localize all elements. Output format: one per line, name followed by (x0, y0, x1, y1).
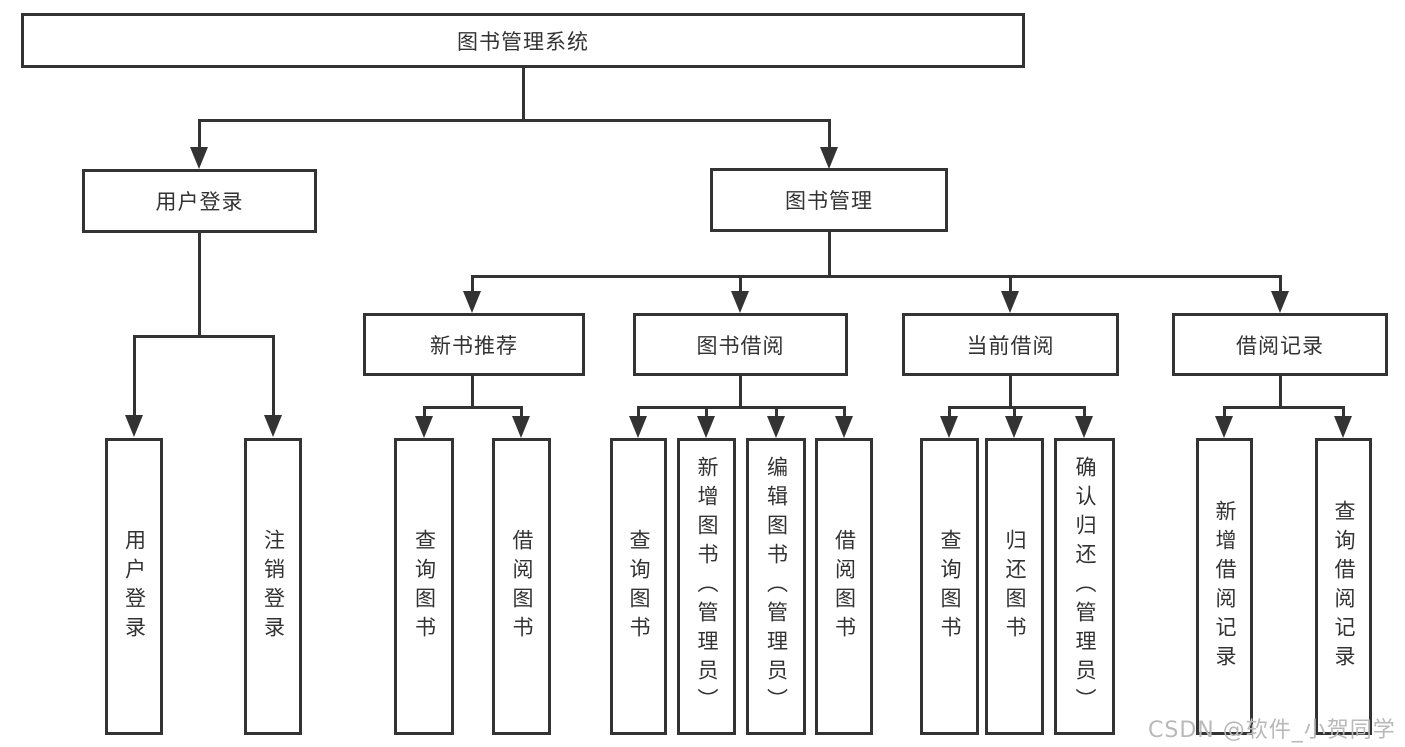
connector-drop-query-record (1342, 406, 1345, 420)
arrow-to-query-a-icon (415, 416, 433, 438)
leaf-query-book-under-recommend: 查询图书 (394, 438, 454, 735)
arrow-to-borrow-b-icon (835, 416, 853, 438)
arrow-to-new-book-rec-icon (463, 291, 481, 313)
connector-drop-borrow-record (1279, 275, 1282, 295)
connector-new-book-rec-stem (471, 375, 474, 409)
node-book-management: 图书管理 (710, 168, 948, 232)
connector-new-book-rec-rail (423, 406, 523, 409)
connector-drop-book-borrow (739, 275, 742, 295)
connector-root-rail (198, 119, 831, 122)
connector-drop-return-book (1013, 406, 1016, 420)
arrow-to-query-record-icon (1334, 416, 1352, 438)
connector-current-borrow-stem (1009, 375, 1012, 409)
leaf-user-login: 用户登录 (105, 438, 163, 735)
leaf-edit-book-admin: 编辑图书（管理员） (746, 438, 806, 735)
node-new-book-recommend: 新书推荐 (363, 313, 585, 376)
arrow-to-edit-book-icon (767, 416, 785, 438)
connector-drop-confirm-return (1083, 406, 1086, 420)
connector-drop-leaf-logout (272, 335, 275, 420)
arrow-to-borrow-record-icon (1271, 291, 1289, 313)
connector-drop-query-b (637, 406, 640, 420)
arrow-to-confirm-return-icon (1075, 416, 1093, 438)
node-current-borrow: 当前借阅 (902, 313, 1119, 376)
connector-drop-new-book-rec (471, 275, 474, 295)
arrow-to-current-borrow-icon (1001, 291, 1019, 313)
connector-drop-leaf-user-login (133, 335, 136, 420)
arrow-to-query-b-icon (629, 416, 647, 438)
connector-drop-book-mgmt (828, 119, 831, 151)
leaf-borrow-book-under-recommend: 借阅图书 (492, 438, 551, 735)
connector-user-login-rail (133, 335, 275, 338)
leaf-borrow-book-under-borrow: 借阅图书 (815, 438, 873, 735)
arrow-to-leaf-logout-icon (264, 415, 282, 437)
connector-drop-borrow-b (843, 406, 846, 420)
arrow-to-return-book-icon (1005, 416, 1023, 438)
node-book-borrow: 图书借阅 (633, 313, 848, 376)
connector-current-borrow-rail (948, 406, 1085, 409)
arrow-to-add-record-icon (1215, 416, 1233, 438)
connector-book-borrow-stem (739, 375, 742, 409)
node-user-login: 用户登录 (82, 169, 317, 233)
connector-drop-borrow-a (520, 406, 523, 420)
leaf-logout: 注销登录 (244, 438, 302, 735)
arrow-to-book-mgmt-icon (820, 147, 838, 169)
arrow-to-leaf-user-login-icon (125, 415, 143, 437)
connector-book-mgmt-stem (828, 232, 831, 277)
leaf-query-book-under-current: 查询图书 (920, 438, 979, 735)
connector-user-login-stem (198, 233, 201, 338)
connector-drop-user-login (198, 119, 201, 151)
csdn-watermark: CSDN @软件_小贺同学 (1148, 718, 1396, 743)
connector-drop-current-borrow (1009, 275, 1012, 295)
arrow-to-user-login-icon (190, 147, 208, 169)
leaf-return-book: 归还图书 (985, 438, 1044, 735)
connector-drop-query-a (423, 406, 426, 420)
connector-drop-add-record (1223, 406, 1226, 420)
connector-book-mgmt-rail (471, 275, 1281, 278)
leaf-add-borrow-record: 新增借阅记录 (1196, 438, 1253, 735)
leaf-confirm-return-admin: 确认归还（管理员） (1054, 438, 1115, 735)
node-borrow-record: 借阅记录 (1172, 313, 1388, 376)
arrow-to-add-book-icon (697, 416, 715, 438)
connector-book-borrow-rail (637, 406, 845, 409)
connector-borrow-record-rail (1223, 406, 1345, 409)
arrow-to-query-c-icon (940, 416, 958, 438)
arrow-to-borrow-a-icon (512, 416, 530, 438)
connector-root-stem (522, 68, 525, 121)
arrow-to-book-borrow-icon (731, 291, 749, 313)
leaf-query-borrow-record: 查询借阅记录 (1315, 438, 1372, 735)
connector-drop-add-book (705, 406, 708, 420)
connector-borrow-record-stem (1279, 375, 1282, 409)
connector-drop-query-c (948, 406, 951, 420)
leaf-add-book-admin: 新增图书（管理员） (677, 438, 736, 735)
connector-drop-edit-book (775, 406, 778, 420)
leaf-query-book-under-borrow: 查询图书 (610, 438, 667, 735)
node-root: 图书管理系统 (21, 13, 1025, 68)
